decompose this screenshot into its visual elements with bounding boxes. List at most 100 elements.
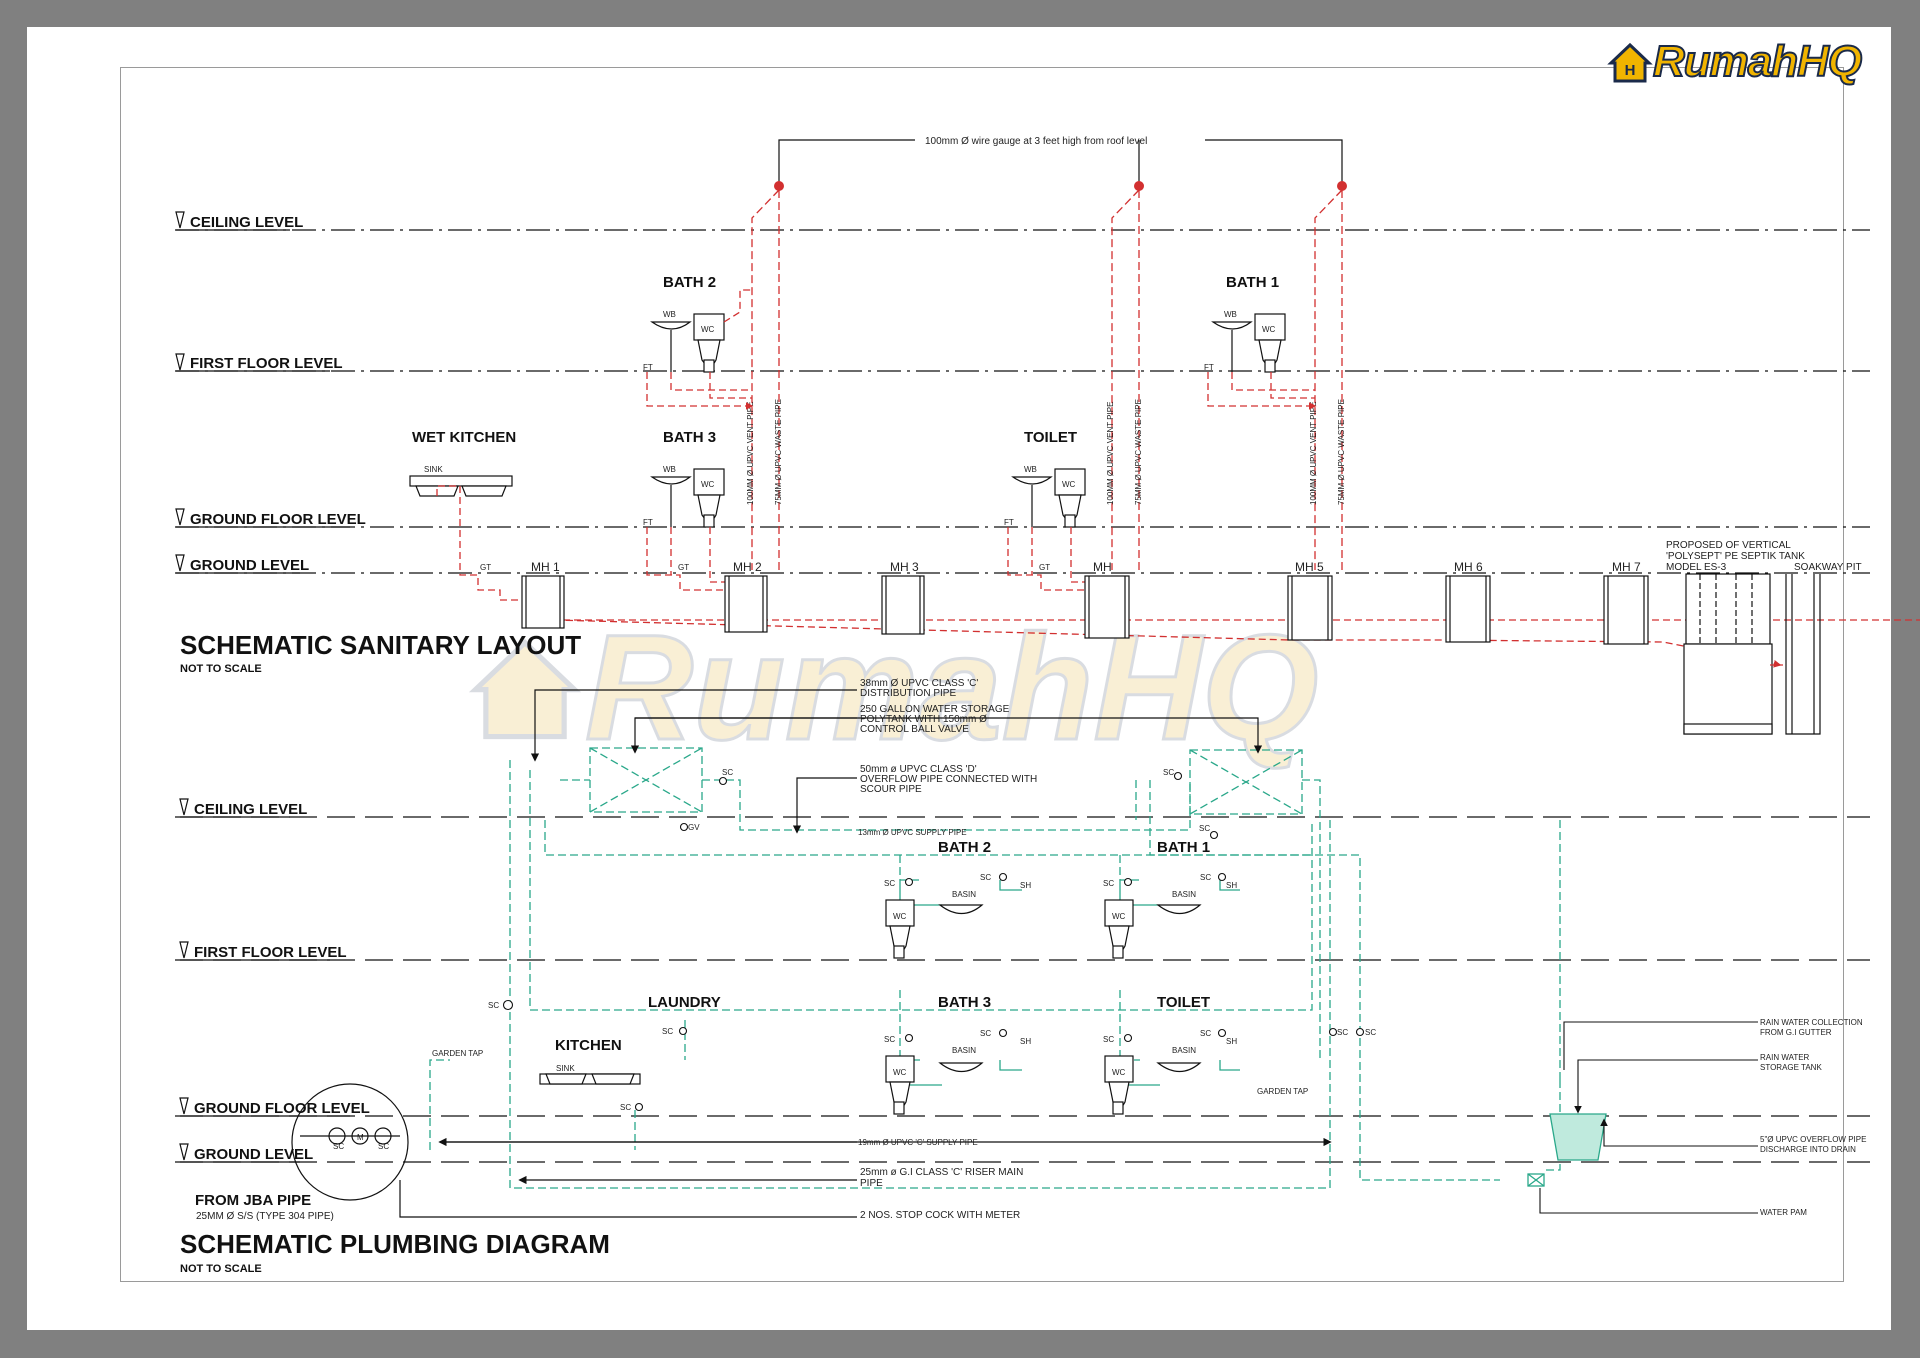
water-meter-icon [291, 1083, 409, 1201]
bath1-ft-label: FT [1204, 363, 1214, 372]
vent-pipe-label-2: 100MM Ø UPVC VENT PIPE [1106, 402, 1115, 505]
waste-pipe-label-3: 75MM Ø UPVC WASTE PIPE [1337, 399, 1346, 505]
bath1-wb-label: WB [1224, 310, 1237, 319]
sanitary-bath3-label: BATH 3 [663, 429, 716, 446]
rain-water-tank-icon [1527, 1113, 1607, 1187]
pl-bath1-basin-label: BASIN [1172, 890, 1196, 899]
pl-bath2-sc2-label: SC [980, 873, 991, 882]
pl-bath3-sh-label: SH [1020, 1037, 1031, 1046]
jba-pipe-label: FROM JBA PIPE [195, 1192, 311, 1209]
roof-note: 100mm Ø wire gauge at 3 feet high from r… [925, 136, 1147, 147]
pl-bath1-sh-label: SH [1226, 881, 1237, 890]
sanitary-level-markers [175, 211, 350, 574]
bath2-wc-label: WC [701, 325, 715, 334]
bath1-drain-pipes [1207, 372, 1317, 410]
stop-cock-icons [502, 771, 1365, 1112]
bath2-wb-label: WB [663, 310, 676, 319]
manhole-icons [521, 575, 1649, 645]
plumbing-ceiling-level-label: CEILING LEVEL [194, 801, 307, 818]
stack-labels: 100MM Ø UPVC VENT PIPE 75MM Ø UPVC WASTE… [746, 399, 1346, 505]
bath3-gt-label: GT [678, 563, 689, 572]
septic-note-2: 'POLYSEPT' PE SEPTIK TANK [1666, 551, 1805, 562]
vent-cap-icons [774, 181, 1347, 191]
plumbing-level-markers [179, 798, 350, 1163]
storage-note-1: 250 GALLON WATER STORAGE [860, 704, 1010, 715]
bath2-ft-label: FT [643, 363, 653, 372]
plumbing-first-floor-level-label: FIRST FLOOR LEVEL [194, 944, 347, 961]
pl-toilet-sc2-label: SC [1200, 1029, 1211, 1038]
mh4-label: MH [1093, 560, 1112, 574]
pl-rain-sc2-label: SC [1365, 1028, 1376, 1037]
supply13-note: 13mm Ø UPVC SUPPLY PIPE [858, 828, 967, 837]
waste-pipe-label-2: 75MM Ø UPVC WASTE PIPE [1134, 399, 1143, 505]
vent-pipe-label-3: 100MM Ø UPVC VENT PIPE [1309, 402, 1318, 505]
pl-bath3-basin-label: BASIN [952, 1046, 976, 1055]
toilet-gt-label: GT [1039, 563, 1050, 572]
mh5-label: MH 5 [1295, 560, 1324, 574]
pl-toilet-basin-label: BASIN [1172, 1046, 1196, 1055]
rain-water-callouts [1539, 1021, 1758, 1214]
plumbing-wc-icons [885, 899, 1134, 1115]
pl-toilet-sh-label: SH [1226, 1037, 1237, 1046]
plumbing-bath1-label: BATH 1 [1157, 839, 1210, 856]
plumbing-fixture-labels: WC WC WC WC BASIN BASIN BASIN BASIN SH S… [333, 768, 1376, 1151]
plumbing-basin-icons [938, 904, 1202, 1073]
pl-toilet-wc-label: WC [1112, 1068, 1126, 1077]
pl-tank2-sc-label: SC [1163, 768, 1174, 777]
svg-text:H: H [1625, 62, 1636, 79]
soakaway-pit-icon [1770, 574, 1821, 735]
toilet-wb-label: WB [1024, 465, 1037, 474]
rain-collection-note-2: FROM G.I GUTTER [1760, 1028, 1832, 1037]
rain-overflow-note-2: DISCHARGE INTO DRAIN [1760, 1145, 1856, 1154]
toilet-ft-label: FT [1004, 518, 1014, 527]
plumbing-ground-floor-level-label: GROUND FLOOR LEVEL [194, 1100, 370, 1117]
bath2-drain-pipes [646, 289, 754, 410]
supply-callout-lines [399, 689, 1332, 1218]
wet-kitchen-sink-label: SINK [424, 465, 443, 474]
plumbing-bath2-label: BATH 2 [938, 839, 991, 856]
sanitary-ground-floor-level-label: GROUND FLOOR LEVEL [190, 511, 366, 528]
kitchen-sink-icon [539, 1073, 641, 1085]
plumbing-laundry-label: LAUNDRY [648, 994, 721, 1011]
distribution-note-1: 38mm Ø UPVC CLASS 'C' [860, 678, 978, 689]
storage-note-3: CONTROL BALL VALVE [860, 724, 969, 735]
pl-bath1-wc-label: WC [1112, 912, 1126, 921]
rain-storage-note-1: RAIN WATER [1760, 1053, 1810, 1062]
plumbing-ground-level-label: GROUND LEVEL [194, 1146, 313, 1163]
drawing-frame [120, 67, 1844, 1282]
pl-laundry-sc-label: SC [662, 1027, 673, 1036]
plumbing-bath3-label: BATH 3 [938, 994, 991, 1011]
roof-vent-bracket [778, 139, 1343, 185]
pl-meter-sc-label: SC [333, 1142, 344, 1151]
sanitary-ground-level-label: GROUND LEVEL [190, 557, 309, 574]
sanitary-title: SCHEMATIC SANITARY LAYOUT [180, 630, 581, 660]
sanitary-bath2-label: BATH 2 [663, 274, 716, 291]
overflow-note-2: OVERFLOW PIPE CONNECTED WITH [860, 774, 1037, 785]
pl-bath3-wc-label: WC [893, 1068, 907, 1077]
brand-logo: H RumahHQ [1607, 36, 1863, 87]
pl-meter-m-label: M [357, 1133, 364, 1142]
plumbing-subtitle: NOT TO SCALE [180, 1263, 262, 1275]
water-pam-note: WATER PAM [1760, 1208, 1807, 1217]
waste-pipe-label: 75MM Ø UPVC WASTE PIPE [774, 399, 783, 505]
pl-bath3-sc2-label: SC [980, 1029, 991, 1038]
pl-bath2-wc-label: WC [893, 912, 907, 921]
plumbing-toilet-label: TOILET [1157, 994, 1210, 1011]
pl-gv-label: GV [688, 823, 700, 832]
plumbing-kitchen-label: KITCHEN [555, 1037, 622, 1054]
septic-note-1: PROPOSED OF VERTICAL [1666, 540, 1791, 551]
mh3-label: MH 3 [890, 560, 919, 574]
pl-bath1-sc2-label: SC [1200, 873, 1211, 882]
pl-rain-sc-label: SC [1337, 1028, 1348, 1037]
overflow-note-1: 50mm ø UPVC CLASS 'D' [860, 764, 977, 775]
distribution-note-2: DISTRIBUTION PIPE [860, 688, 956, 699]
rain-overflow-note-1: 5"Ø UPVC OVERFLOW PIPE [1760, 1135, 1866, 1144]
pl-bath2-sh-label: SH [1020, 881, 1031, 890]
pl-bath3-sc-label: SC [884, 1035, 895, 1044]
septic-tank-icon [1683, 573, 1773, 735]
pl-riser-sc-label: SC [488, 1001, 499, 1010]
bath3-ft-label: FT [643, 518, 653, 527]
septic-note-3: MODEL ES-3 [1666, 562, 1727, 573]
sanitary-subtitle: NOT TO SCALE [180, 663, 262, 675]
